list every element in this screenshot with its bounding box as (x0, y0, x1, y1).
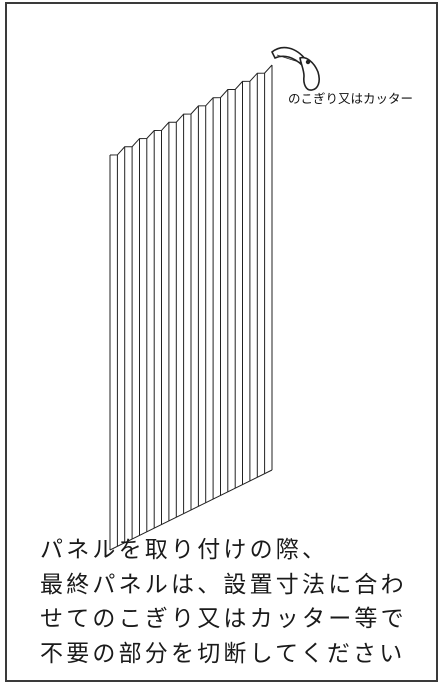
diagram-frame (5, 2, 438, 682)
caption-line-4: 不要の部分を切断してください (40, 640, 406, 667)
instruction-caption: パネルを取り付けの際、 最終パネルは、設置寸法に合わ せてのこぎり又はカッター等… (40, 533, 432, 671)
caption-line-3: せてのこぎり又はカッター等で (40, 606, 407, 632)
tool-label: のこぎり又はカッター (288, 91, 414, 106)
caption-line-1: パネルを取り付けの際、 (40, 537, 329, 563)
saw-or-cutter-icon (270, 46, 320, 91)
caption-line-2: 最終パネルは、設置寸法に合わ (40, 571, 407, 598)
panel-pleats (109, 64, 273, 551)
panel-bottom-edge (109, 469, 273, 551)
